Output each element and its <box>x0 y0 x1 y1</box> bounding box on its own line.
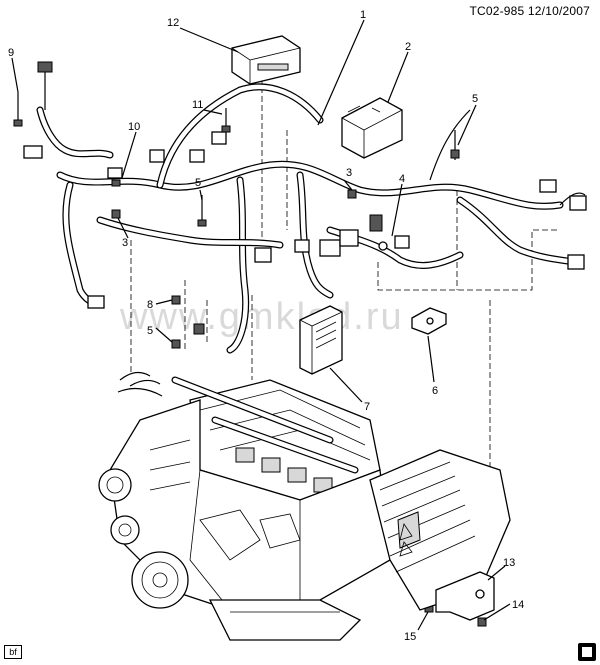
callout-1: 1 <box>360 9 366 21</box>
callout-4: 4 <box>399 173 405 185</box>
corner-logo-mark <box>578 643 596 661</box>
fasteners <box>13 92 487 627</box>
document-id: TC02-985 12/10/2007 <box>469 4 590 18</box>
relay-block-2 <box>341 97 403 159</box>
callout-3: 3 <box>346 167 352 179</box>
control-module-7 <box>299 305 343 375</box>
transmission <box>369 449 511 611</box>
module-12 <box>231 35 301 85</box>
callout-11: 11 <box>192 99 203 111</box>
bracket-13 <box>435 571 495 621</box>
callout-7: 7 <box>364 401 370 413</box>
callout-14: 14 <box>512 599 524 611</box>
callout-9: 9 <box>8 47 14 59</box>
callout-3-alt: 3 <box>122 237 128 249</box>
callout-5: 5 <box>472 93 478 105</box>
callout-13: 13 <box>503 557 515 569</box>
corner-label-box: bf <box>4 645 22 659</box>
engine-assembly <box>98 371 391 641</box>
callout-labels: 1 2 3 3 4 5 5 5 6 7 8 9 10 11 12 13 14 1… <box>8 9 524 643</box>
harness-connectors <box>23 61 587 309</box>
callout-12: 12 <box>167 17 179 29</box>
callout-6: 6 <box>432 385 438 397</box>
alignment-lines <box>130 60 560 596</box>
leader-lines <box>11 19 511 631</box>
callout-2: 2 <box>405 41 411 53</box>
callout-5-alt-b: 5 <box>147 325 153 337</box>
callout-5-alt-a: 5 <box>195 177 201 189</box>
callout-10: 10 <box>128 121 140 133</box>
callout-15: 15 <box>404 631 416 643</box>
watermark: www.gmklad.ru <box>120 296 404 338</box>
clip-6 <box>411 307 447 335</box>
callout-8: 8 <box>147 299 153 311</box>
wiring-harness <box>36 70 586 354</box>
